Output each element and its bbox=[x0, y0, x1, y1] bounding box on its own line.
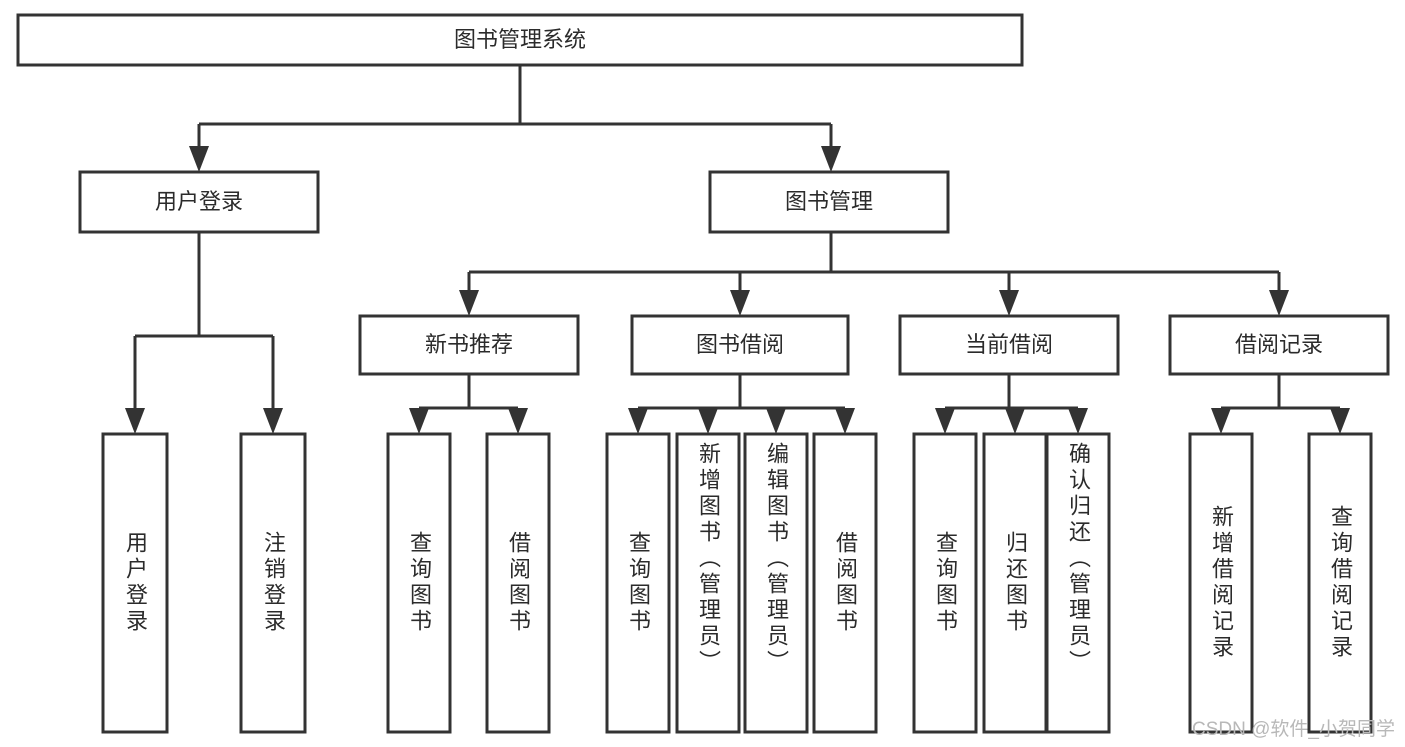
arrowhead-user-login bbox=[189, 146, 209, 172]
node-leaf-query-book-1-box[interactable] bbox=[386, 432, 452, 734]
arrowhead-leaf-edit-book bbox=[766, 408, 786, 434]
arrowhead-leaf-add-record bbox=[1211, 408, 1231, 434]
node-user-login-label: 用户登录 bbox=[155, 189, 243, 214]
node-current-borrow-box[interactable] bbox=[898, 314, 1120, 376]
node-leaf-logout-box[interactable] bbox=[239, 432, 307, 734]
node-leaf-query-book-2-box[interactable] bbox=[605, 432, 671, 734]
node-book-borrow-label: 图书借阅 bbox=[696, 332, 784, 357]
arrowhead-leaf-query-book-2 bbox=[628, 408, 648, 434]
node-user-login[interactable]: 用户登录 bbox=[78, 170, 320, 234]
node-user-login-box[interactable] bbox=[78, 170, 320, 234]
arrowhead-book-borrow bbox=[730, 290, 750, 316]
csdn-watermark: CSDN @软件_小贺同学 bbox=[1192, 719, 1395, 740]
node-current-borrow-label: 当前借阅 bbox=[965, 332, 1053, 357]
node-new-book-rec-label: 新书推荐 bbox=[425, 332, 513, 357]
node-borrow-record-box[interactable] bbox=[1168, 314, 1390, 376]
arrowhead-leaf-user-login bbox=[125, 408, 145, 434]
node-leaf-add-book-box[interactable] bbox=[675, 432, 741, 734]
arrowhead-leaf-confirm-return bbox=[1068, 408, 1088, 434]
arrowhead-current-borrow bbox=[999, 290, 1019, 316]
node-leaf-query-book-3-box[interactable] bbox=[912, 432, 978, 734]
connector-layer bbox=[125, 65, 1350, 434]
node-root-box[interactable] bbox=[16, 13, 1024, 67]
node-leaf-borrow-book-2-box[interactable] bbox=[812, 432, 878, 734]
node-book-manage[interactable]: 图书管理 bbox=[708, 170, 950, 234]
arrowhead-leaf-return-book bbox=[1005, 408, 1025, 434]
node-leaf-query-record-box[interactable] bbox=[1307, 432, 1373, 734]
arrowhead-leaf-add-book bbox=[698, 408, 718, 434]
node-leaf-edit-book-box[interactable] bbox=[743, 432, 809, 734]
arrowhead-new-book-rec bbox=[459, 290, 479, 316]
node-borrow-record[interactable]: 借阅记录 bbox=[1168, 314, 1390, 376]
node-leaf-user-login-box[interactable] bbox=[101, 432, 169, 734]
arrowhead-book-manage bbox=[821, 146, 841, 172]
node-leaf-confirm-return-box[interactable] bbox=[1045, 432, 1111, 734]
node-book-manage-label: 图书管理 bbox=[785, 189, 873, 214]
node-leaf-return-book-box[interactable] bbox=[982, 432, 1048, 734]
arrowhead-leaf-query-book-3 bbox=[935, 408, 955, 434]
arrowhead-leaf-borrow-book-1 bbox=[508, 408, 528, 434]
node-leaf-borrow-book-1-box[interactable] bbox=[485, 432, 551, 734]
node-root-label: 图书管理系统 bbox=[454, 27, 586, 52]
node-root[interactable]: 图书管理系统 bbox=[16, 13, 1024, 67]
arrowhead-leaf-query-book-1 bbox=[409, 408, 429, 434]
node-book-manage-box[interactable] bbox=[708, 170, 950, 234]
node-leaf-add-record-box[interactable] bbox=[1188, 432, 1254, 734]
node-book-borrow-box[interactable] bbox=[630, 314, 850, 376]
node-new-book-rec-box[interactable] bbox=[358, 314, 580, 376]
node-borrow-record-label: 借阅记录 bbox=[1235, 332, 1323, 357]
node-new-book-rec[interactable]: 新书推荐 bbox=[358, 314, 580, 376]
arrowhead-leaf-logout bbox=[263, 408, 283, 434]
node-book-borrow[interactable]: 图书借阅 bbox=[630, 314, 850, 376]
arrowhead-leaf-borrow-book-2 bbox=[835, 408, 855, 434]
node-current-borrow[interactable]: 当前借阅 bbox=[898, 314, 1120, 376]
arrowhead-leaf-query-record bbox=[1330, 408, 1350, 434]
arrowhead-borrow-record bbox=[1269, 290, 1289, 316]
